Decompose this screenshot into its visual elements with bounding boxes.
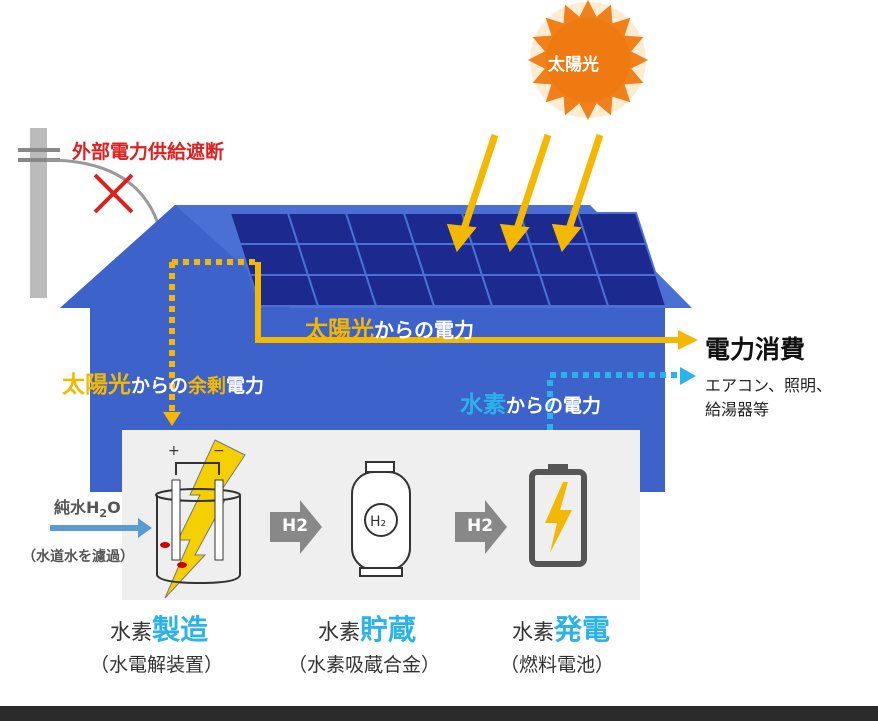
electrolyzer-icon: +− xyxy=(155,439,246,599)
from-power-text: からの電力 xyxy=(374,318,474,342)
solar-flow-line xyxy=(255,262,680,343)
solar-panel-cell xyxy=(344,212,416,245)
solar-panel-cell xyxy=(296,243,368,276)
power-text: 電力 xyxy=(226,375,265,397)
cut-x-icon xyxy=(93,173,134,214)
bottom-bar xyxy=(0,706,878,721)
sunlight-arrows xyxy=(446,133,604,253)
solar-power-label: 太陽光からの電力 xyxy=(305,310,474,344)
solar-panel-cell xyxy=(596,274,668,307)
h2-label: H2 xyxy=(282,516,309,536)
power-line xyxy=(46,158,162,231)
from-power-text: からの電力 xyxy=(506,395,602,417)
solar-panel-cell xyxy=(576,212,648,245)
stage-generation-sub: （燃料電池） xyxy=(500,654,615,676)
water-input-arrow xyxy=(138,518,152,538)
solar-panel-cell xyxy=(306,274,378,307)
stage-production: 水素製造 xyxy=(110,613,209,646)
consumption-line2: 給湯器等 xyxy=(705,400,770,419)
solar-panel-cell xyxy=(586,243,658,276)
stage-generation: 水素発電 xyxy=(512,613,611,646)
svg-text:−: − xyxy=(213,443,225,459)
solar-panel-cell xyxy=(228,212,300,245)
solar-word: 太陽光 xyxy=(62,372,131,398)
consumption-title: 電力消費 xyxy=(705,335,806,364)
from-text: からの xyxy=(131,375,189,397)
stage-production-sub: （水電解装置） xyxy=(90,654,224,676)
solar-panel-cell xyxy=(422,274,494,307)
svg-text:H₂: H₂ xyxy=(370,514,386,530)
pure-water-label: 純水H2O xyxy=(54,498,121,521)
surplus-flow-line xyxy=(169,259,258,415)
h2-label: H2 xyxy=(467,516,494,536)
grid-cutoff-label: 外部電力供給遮断 xyxy=(72,141,225,163)
solar-panel-cell xyxy=(412,243,484,276)
solar-word: 太陽光 xyxy=(305,317,374,343)
surplus-word: 余剰 xyxy=(188,375,227,397)
solar-panel-cell xyxy=(354,243,426,276)
tap-water-note: （水道水を濾過） xyxy=(22,549,134,565)
hydrogen-tank-icon: H₂ xyxy=(351,461,411,577)
process-arrows xyxy=(270,500,507,554)
consumption-line1: エアコン、照明、 xyxy=(705,376,833,395)
sun-label: 太陽光 xyxy=(548,55,599,75)
stage-storage: 水素貯蔵 xyxy=(318,613,417,646)
solar-panel-cell xyxy=(364,274,436,307)
solar-panel-cell xyxy=(538,274,610,307)
arrow-right-icon xyxy=(678,330,698,350)
sun-icon xyxy=(528,0,648,120)
svg-text:+: + xyxy=(168,443,180,459)
solar-panel-cell xyxy=(286,212,358,245)
hydrogen-power-label: 水素からの電力 xyxy=(460,385,601,419)
stage-storage-sub: （水素吸蔵合金） xyxy=(288,654,441,676)
hydrogen-word: 水素 xyxy=(460,392,506,418)
hydrogen-flow-line xyxy=(547,372,680,430)
solar-panel-cell xyxy=(480,274,552,307)
utility-pole xyxy=(30,128,47,298)
solar-panel-cell xyxy=(470,243,542,276)
surplus-power-label: 太陽光からの余剰電力 xyxy=(62,365,264,399)
battery-icon xyxy=(529,464,587,567)
